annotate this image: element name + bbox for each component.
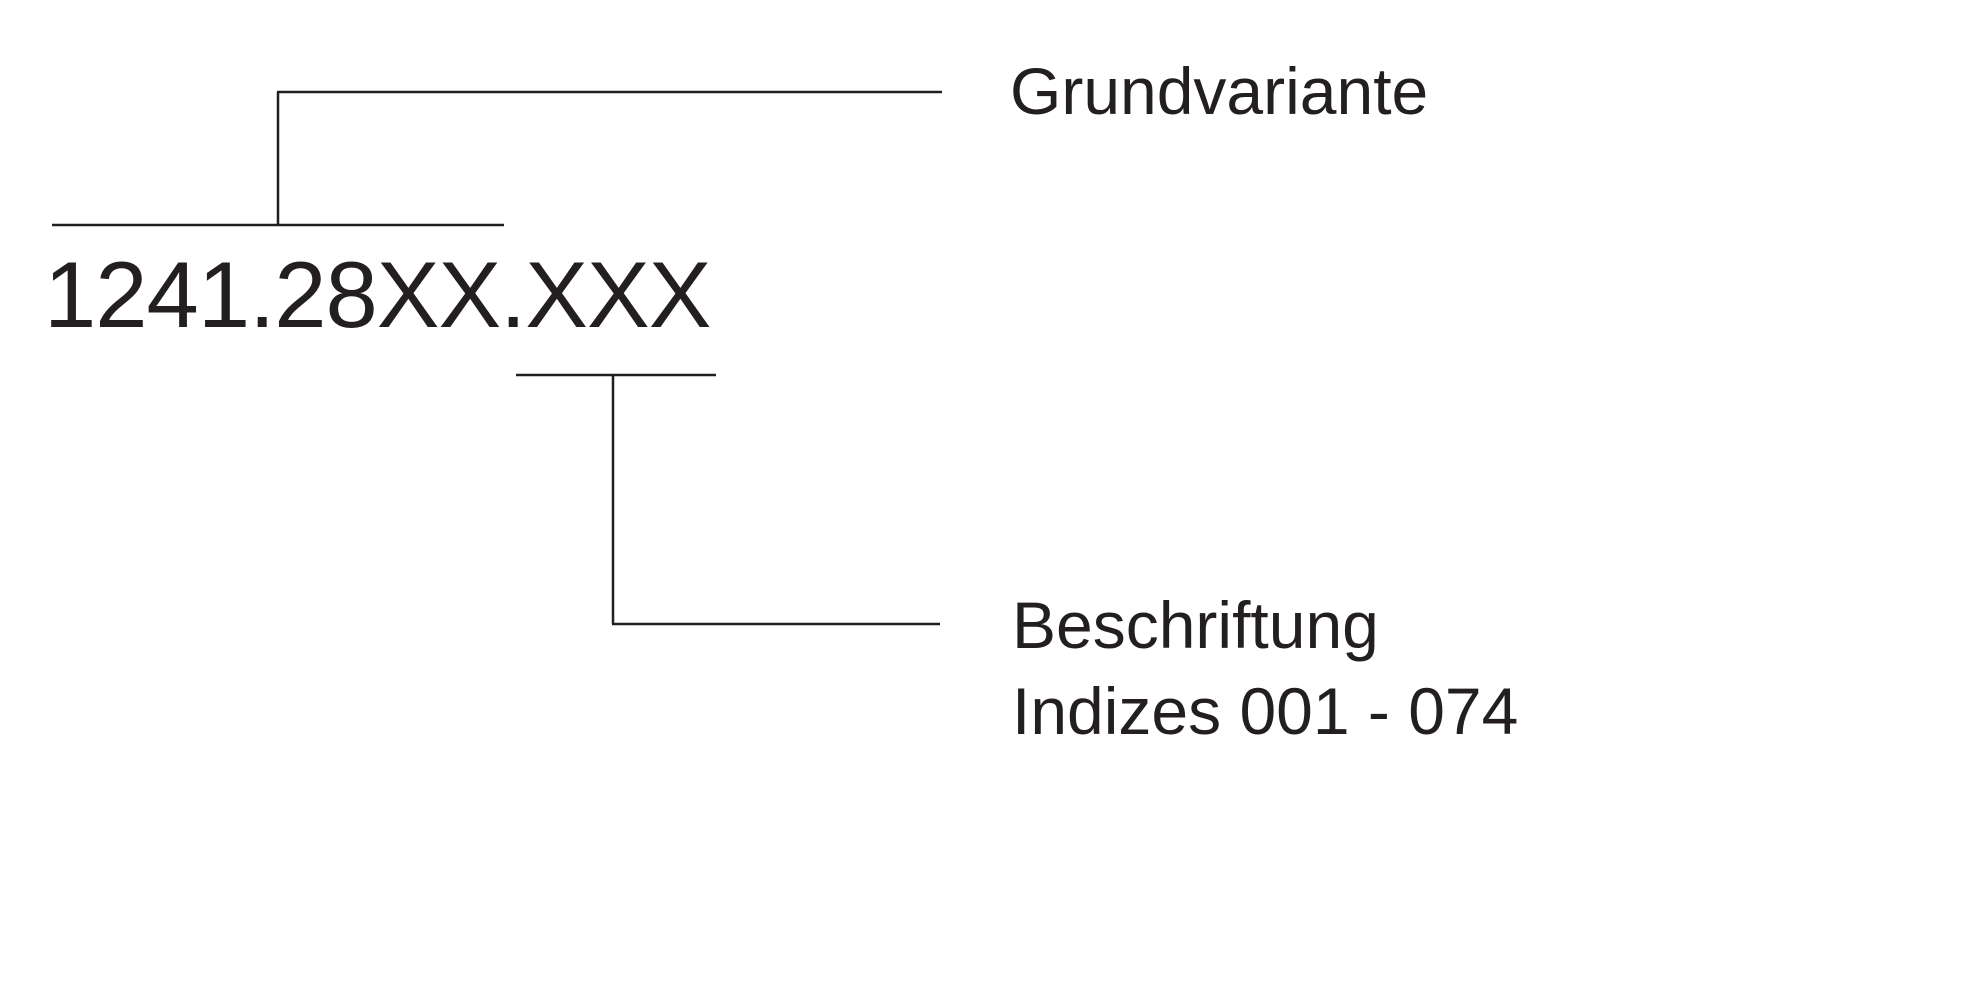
article-number-code: 1241.28XX.XXX <box>44 242 711 347</box>
lettering-indices-label: Indizes 001 - 074 <box>1012 674 1519 748</box>
lettering-label: Beschriftung <box>1012 588 1379 662</box>
base-variant-label: Grundvariante <box>1010 54 1429 128</box>
